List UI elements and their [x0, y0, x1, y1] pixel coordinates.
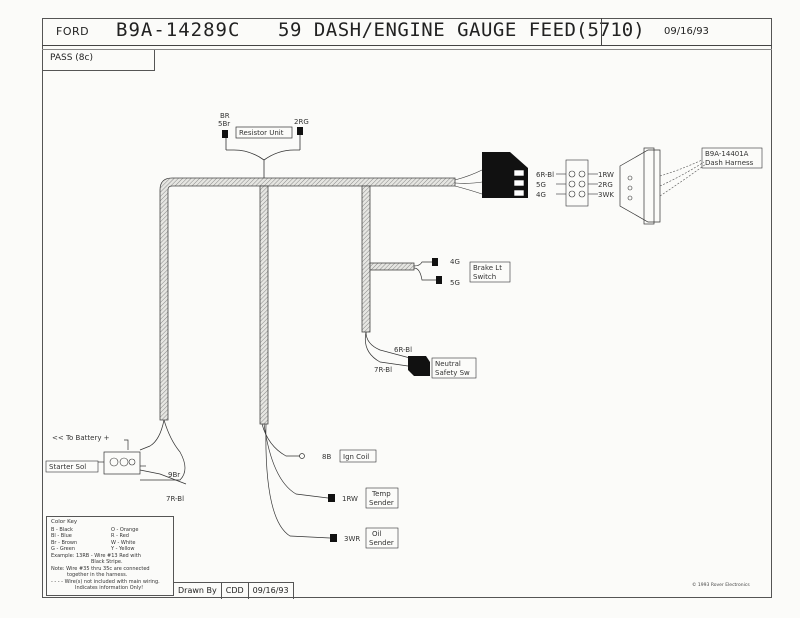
- resistor-left-wire-1: BR: [220, 112, 230, 120]
- drawn-by-date: 09/16/93: [249, 583, 294, 599]
- connector-out-2: 2RG: [598, 181, 613, 189]
- terminal-block: 6R-Bl 5G 4G 1RW 2RG 3WK: [536, 159, 614, 207]
- resistor-right-terminal: [297, 127, 303, 135]
- title-underline: [42, 46, 772, 50]
- drawing-code: (5710): [576, 19, 645, 41]
- temp-sender-label-1: Temp: [371, 490, 391, 498]
- neutral-safety-branch: 6R-Bl 7R-Bl Neutral Safety Sw: [364, 331, 477, 379]
- part-number: B9A-14289C: [116, 19, 241, 41]
- color-key-legend: - - - - Wire(s) not included with main w…: [51, 578, 160, 585]
- pass-label: PASS (8c): [42, 50, 155, 71]
- starter-sol-label: Starter Sol: [49, 463, 86, 471]
- dash-harness-label: Dash Harness: [705, 159, 754, 167]
- color-key-note: Note: Wire #35 thru 35c are connected: [51, 565, 150, 572]
- resistor-left-terminal: [222, 130, 228, 138]
- drawing-sheet: [42, 18, 772, 598]
- resistor-branch: Resistor Unit BR 5Br 2RG: [218, 112, 309, 178]
- main-harness: [159, 177, 456, 425]
- drawn-by-initials: CDD: [222, 583, 249, 599]
- color-key-note-cont: together in the harness.: [67, 572, 128, 578]
- temp-wire-label: 1RW: [342, 495, 358, 503]
- brake-wire-1: 4G: [450, 258, 460, 266]
- starter-wire-1: 9Br: [168, 471, 180, 479]
- color-key-legend-cont: Indicates information Only!: [75, 585, 144, 591]
- drawing-date: 09/16/93: [664, 26, 709, 37]
- drawn-by-block: Drawn By CDD 09/16/93: [174, 582, 294, 599]
- engine-sender-branch: 8B Ign Coil 1RW Temp Sender 3WR Oil Send…: [261, 423, 399, 549]
- main-connector: [454, 152, 528, 198]
- ign-wire-label: 8B: [322, 453, 331, 461]
- color-key-title: Color Key: [51, 519, 78, 525]
- oil-wire-label: 3WR: [344, 535, 360, 543]
- brake-wire-2: 5G: [450, 279, 460, 287]
- resistor-unit-box: [235, 126, 293, 139]
- resistor-unit-label: Resistor Unit: [239, 129, 284, 137]
- connector-out-3: 3WK: [598, 191, 614, 199]
- brake-switch-label-1: Brake Lt: [473, 264, 502, 272]
- connector-out-1: 1RW: [598, 171, 614, 179]
- neutral-switch-label-2: Safety Sw: [435, 369, 470, 377]
- oil-sender-label-2: Sender: [369, 539, 394, 547]
- title-block: FORD B9A-14289C 59 DASH/ENGINE GAUGE FEE…: [42, 18, 772, 46]
- ign-coil-label: Ign Coil: [343, 453, 369, 461]
- dash-harness-part: B9A-14401A: [705, 150, 749, 158]
- brake-switch-label-2: Switch: [473, 273, 496, 281]
- brand-label: FORD: [56, 25, 90, 38]
- connector-wire-2: 5G: [536, 181, 546, 189]
- resistor-right-wire: 2RG: [294, 118, 309, 126]
- to-battery-label: << To Battery +: [52, 434, 110, 442]
- dash-harness-plug: B9A-14401A Dash Harness: [619, 147, 763, 225]
- copyright-notice: © 1993 Rover Electronics: [692, 583, 750, 588]
- connector-wire-1: 6R-Bl: [536, 171, 554, 179]
- color-key-example-cont: Black Stripe.: [91, 559, 123, 565]
- neutral-wire-2: 7R-Bl: [374, 366, 392, 374]
- connector-wire-3: 4G: [536, 191, 546, 199]
- neutral-wire-1: 6R-Bl: [394, 346, 412, 354]
- temp-sender-label-2: Sender: [369, 499, 394, 507]
- brake-light-branch: 4G 5G Brake Lt Switch: [413, 258, 511, 287]
- drawn-by-label: Drawn By: [174, 583, 222, 599]
- starter-solenoid-branch: << To Battery + Starter Sol 9Br 7R-Bl: [45, 419, 187, 503]
- title-divider: [601, 18, 602, 46]
- starter-wire-2: 7R-Bl: [166, 495, 184, 503]
- resistor-left-wire-2: 5Br: [218, 120, 230, 128]
- neutral-switch-label-1: Neutral: [435, 360, 461, 368]
- drawing-title: 59 DASH/ENGINE GAUGE FEED: [278, 19, 577, 41]
- oil-sender-label-1: Oil: [372, 530, 381, 538]
- color-key-example: Example: 13RB - Wire #13 Red with: [51, 552, 141, 559]
